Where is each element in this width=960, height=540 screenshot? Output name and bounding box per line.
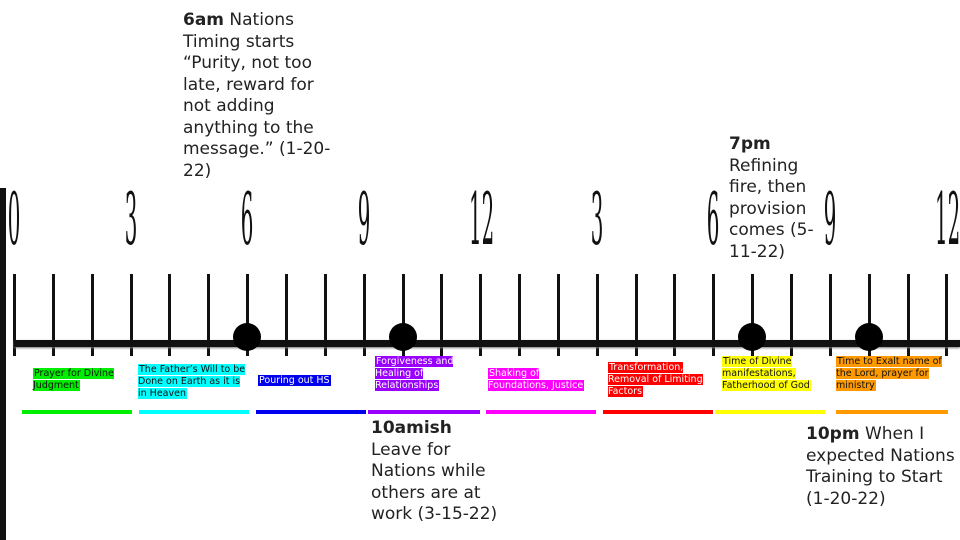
segment-underline [256,410,366,414]
ruler-tick [90,274,94,356]
ruler-tick [828,274,832,356]
segment-label-text: Prayer for Divine Judgment [33,368,114,391]
marker-dot-6am [233,323,262,351]
segment-label-text: Pouring out HS [258,375,331,386]
ruler-tick [13,274,16,356]
marker-dot-7pm [738,323,767,351]
segment-underline [603,410,713,414]
ruler-tick [479,274,483,356]
hour-label: 3 [590,180,604,262]
segment-label-text: Forgiveness and Healing of Relationships [375,356,454,391]
ruler-tick [751,274,755,356]
ruler-tick [168,274,172,356]
ruler-tick [518,274,522,356]
ruler-tick [129,274,133,356]
segment-underline [139,410,249,414]
segment-underline [836,410,948,414]
segment-label: Time of Divine manifestations, Fatherhoo… [722,356,826,392]
note-10am: 10amish Leave for Nations while others a… [371,418,506,526]
segment-label: Prayer for Divine Judgment [33,368,118,392]
hour-label: 12 [935,180,960,262]
note-6am: 6am Nations Timing starts “Purity, not t… [183,10,333,182]
hour-label: 0 [7,180,21,262]
note-7pm: 7pm Refining fire, then provision comes … [729,134,829,263]
ruler-tick [323,274,327,356]
segment-label: Transformation, Removal of Limiting Fact… [608,362,710,398]
segment-label-text: The Father’s Will to be Done on Earth as… [138,364,246,399]
hour-label: 9 [823,180,837,262]
ruler-tick [284,274,288,356]
segment-label-text: Time to Exalt name of the Lord, prayer f… [836,356,942,391]
ruler-tick [634,274,638,356]
ruler-tick [712,274,716,356]
ruler-tick [790,274,793,356]
note-text: Refining fire, then provision comes (5-1… [729,155,814,262]
hour-label: 9 [357,180,370,262]
ruler-tick [673,274,677,356]
segment-label: Time to Exalt name of the Lord, prayer f… [836,356,948,392]
ruler-tick [556,274,560,356]
note-text: Nations Timing starts “Purity, not too l… [183,10,331,181]
ruler-tick [246,274,250,356]
ruler-tick [906,274,910,356]
segment-label: The Father’s Will to be Done on Earth as… [138,364,250,400]
ruler-tick [595,274,599,356]
segment-underline [368,410,480,414]
hour-label: 12 [469,180,495,262]
hour-label: 3 [124,180,137,262]
ruler-tick [945,274,949,356]
timeline-bar [14,340,960,347]
ruler-tick [867,274,871,356]
note-text: When I expected Nations Training to Star… [806,424,955,509]
note-time: 6am [183,10,225,30]
ruler-tick [362,274,366,356]
note-time: 7pm [729,134,771,154]
hour-label: 6 [706,180,720,262]
segment-label-text: Shaking of Foundations, Justice [488,368,585,391]
ruler-tick [51,274,55,356]
segment-label: Forgiveness and Healing of Relationships [375,356,463,392]
segment-underline [486,410,596,414]
note-text: Leave for Nations while others are at wo… [371,439,498,525]
marker-dot-10am [388,323,417,351]
note-10pm: 10pm When I expected Nations Training to… [806,424,956,510]
ruler-tick [207,274,211,356]
hour-label: 6 [240,180,254,262]
left-edge-strip [0,188,6,540]
segment-label: Pouring out HS [258,375,368,387]
ruler-tick [401,274,405,356]
segment-underline [22,410,132,414]
marker-dot-10pm [854,323,883,351]
segment-label-text: Transformation, Removal of Limiting Fact… [608,362,703,397]
segment-label: Shaking of Foundations, Justice [488,368,596,392]
segment-label-text: Time of Divine manifestations, Fatherhoo… [722,356,811,391]
note-time: 10amish [371,418,452,438]
ruler-tick [440,274,444,356]
segment-underline [715,410,825,414]
note-time: 10pm [806,424,860,444]
